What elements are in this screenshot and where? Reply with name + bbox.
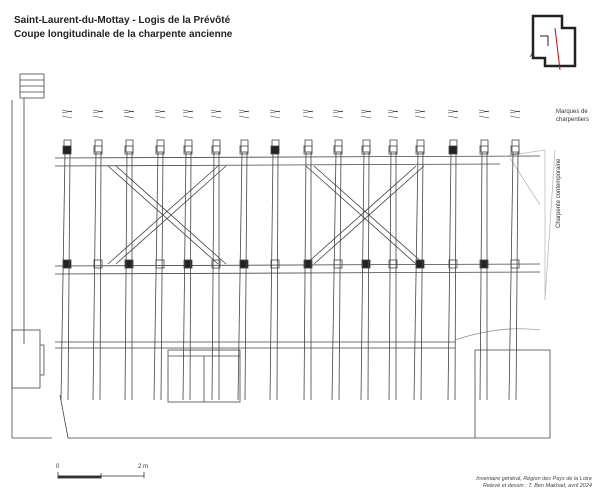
keymap-letter: A bbox=[530, 52, 535, 59]
carpenter-mark bbox=[123, 109, 135, 119]
carpenter-mark bbox=[92, 109, 104, 119]
rafter bbox=[237, 139, 249, 401]
rafter bbox=[360, 139, 371, 401]
rafter bbox=[153, 139, 165, 401]
rafter bbox=[479, 139, 489, 401]
saint-andrew-cross-right bbox=[305, 165, 425, 265]
credit-line-1: Inventaire général, Région des Pays de l… bbox=[476, 476, 592, 482]
rafter bbox=[303, 139, 313, 401]
carpenter-mark bbox=[302, 109, 314, 119]
roof-line bbox=[54, 155, 541, 159]
carpenter-mark bbox=[154, 109, 166, 119]
rafter bbox=[60, 139, 72, 401]
scale-start-label: 0 bbox=[56, 464, 60, 470]
marques-label: Marques de charpentiers bbox=[556, 109, 590, 123]
carpenter-mark bbox=[387, 109, 399, 119]
saint-andrew-cross-left bbox=[107, 165, 227, 265]
carpenter-mark bbox=[414, 109, 426, 119]
rafter bbox=[92, 139, 103, 401]
tie-beam bbox=[54, 263, 541, 267]
scale-end-label: 2 m bbox=[138, 464, 149, 470]
carpenter-mark bbox=[509, 109, 521, 119]
rafter bbox=[211, 139, 221, 401]
rafters bbox=[60, 139, 520, 401]
carpenter-mark bbox=[447, 109, 459, 119]
rafter bbox=[269, 139, 280, 401]
carpenter-mark bbox=[210, 109, 222, 119]
charpente-label: Charpente contemporaine bbox=[556, 158, 562, 228]
carpenter-mark bbox=[61, 109, 73, 119]
rafter bbox=[331, 139, 343, 401]
rafter bbox=[447, 139, 458, 401]
credit-line-2: Relevé et dessin : T. Ben Makhad, avril … bbox=[483, 483, 592, 489]
carpenter-mark bbox=[360, 109, 372, 119]
carpenter-mark bbox=[478, 109, 490, 119]
wall-base bbox=[59, 349, 551, 439]
carpenter-mark bbox=[269, 109, 281, 119]
rafter bbox=[388, 139, 398, 401]
carpenter-mark bbox=[238, 109, 250, 119]
carpenter-mark bbox=[182, 109, 194, 119]
credit: Inventaire général, Région des Pays de l… bbox=[476, 476, 592, 490]
modern-truss bbox=[504, 149, 556, 301]
rafter bbox=[508, 139, 520, 401]
title-line-2: Coupe longitudinale de la charpente anci… bbox=[14, 29, 233, 40]
title-line-1: Saint-Laurent-du-Mottay - Logis de la Pr… bbox=[14, 15, 231, 26]
scale-bar bbox=[57, 472, 145, 479]
key-plan bbox=[531, 14, 577, 71]
rafter bbox=[182, 139, 193, 401]
rafter bbox=[413, 139, 425, 401]
carpenter-marks bbox=[61, 109, 521, 119]
page-title: Saint-Laurent-du-Mottay - Logis de la Pr… bbox=[14, 14, 232, 42]
rafter bbox=[124, 139, 134, 401]
carpenter-mark bbox=[332, 109, 344, 119]
chimney bbox=[11, 73, 52, 439]
